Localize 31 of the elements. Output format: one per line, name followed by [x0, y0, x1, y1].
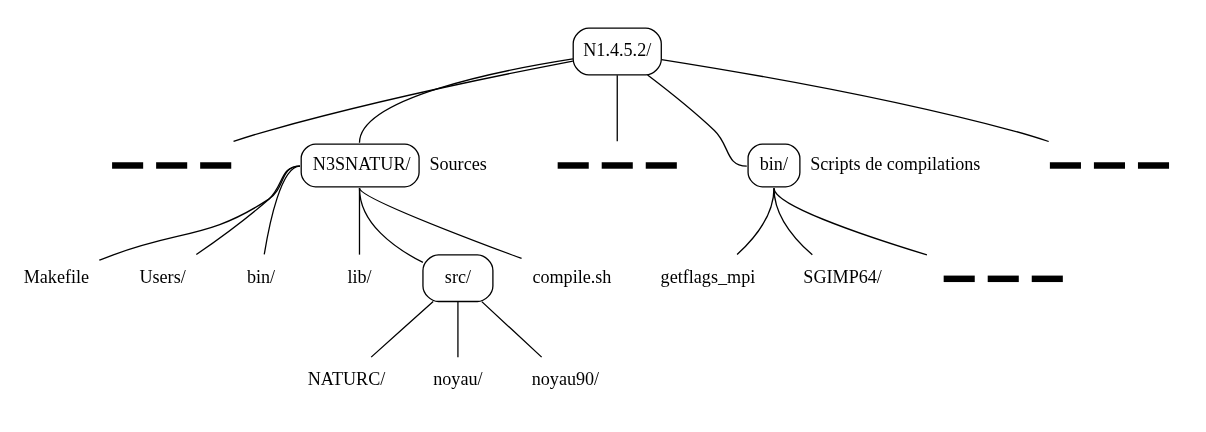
connector [646, 74, 748, 167]
node-text: Users/ [139, 266, 186, 287]
node-text: NATURC/ [307, 369, 386, 390]
connector [263, 165, 301, 256]
connector [358, 58, 574, 144]
connector [616, 74, 618, 142]
connector [358, 187, 523, 260]
node-text: getflags_mpi [660, 266, 756, 287]
connector [232, 60, 574, 143]
node-text: noyau/ [433, 369, 483, 390]
connector [457, 300, 459, 358]
connector [481, 300, 543, 358]
connector [773, 187, 813, 256]
connector [773, 187, 928, 256]
node-text: lib/ [347, 266, 372, 287]
node-label: Scripts de compilations [810, 154, 981, 175]
node-text: SGIMP64/ [803, 266, 882, 287]
node-text: Makefile [23, 266, 90, 287]
node-label: Sources [429, 154, 487, 175]
connector [358, 187, 424, 264]
node-box: N1.4.5.2/ [572, 27, 662, 76]
node-box: N3SNATUR/ [300, 143, 420, 188]
node-box: src/ [422, 254, 494, 303]
node-text: bin/ [246, 266, 276, 287]
connector [195, 165, 301, 256]
connector [660, 58, 1050, 143]
node-box: bin/ [747, 143, 801, 188]
connector [370, 300, 434, 358]
node-text: noyau90/ [531, 369, 600, 390]
node-text: compile.sh [532, 266, 612, 287]
connector [98, 165, 301, 261]
